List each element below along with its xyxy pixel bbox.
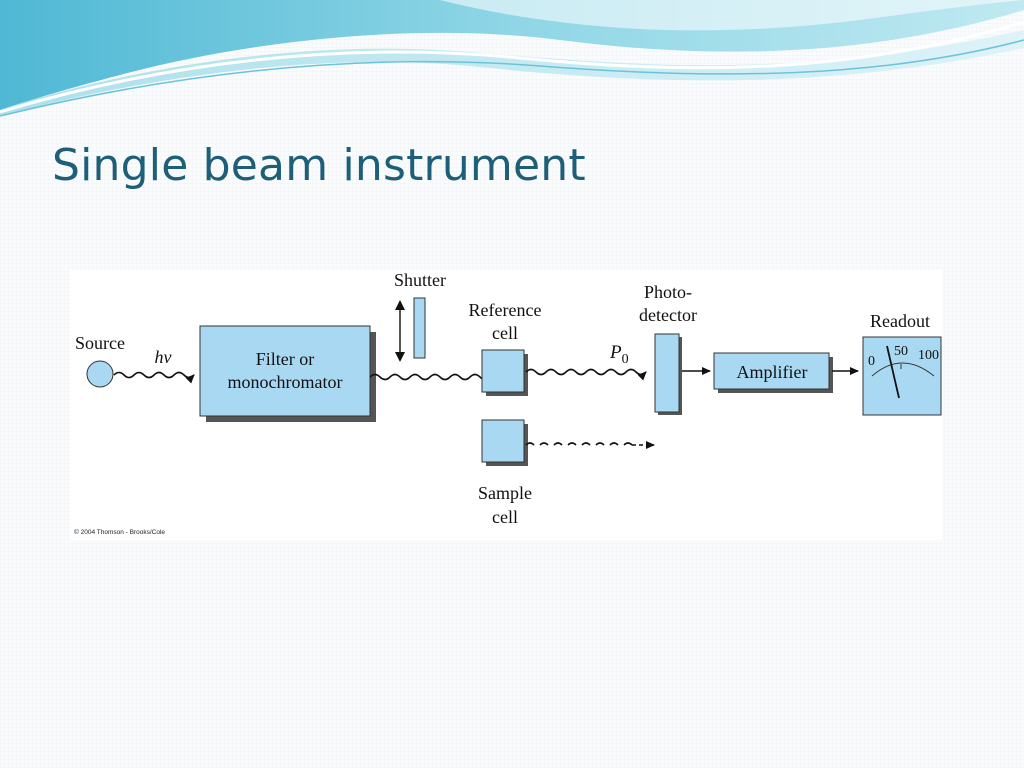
sample-label-line1: Sample xyxy=(478,483,532,503)
copyright-notice: © 2004 Thomson - Brooks/Cole xyxy=(74,528,165,536)
readout-meter-box xyxy=(862,336,942,416)
beam-source-to-filter xyxy=(113,371,195,384)
filter-label-line2: monochromator xyxy=(228,372,343,392)
beam-filter-to-reference xyxy=(369,368,501,381)
shutter-label: Shutter xyxy=(394,270,446,290)
reference-label-line2: cell xyxy=(492,323,518,343)
beam-sample-dashed xyxy=(525,442,633,446)
sample-cell-box xyxy=(481,419,525,463)
slide-title: Single beam instrument xyxy=(52,140,586,191)
source-label: Source xyxy=(75,333,125,353)
photodetector-box xyxy=(654,333,680,413)
sample-label-line2: cell xyxy=(492,507,518,527)
meter-scale-50: 50 xyxy=(894,344,908,359)
readout-label: Readout xyxy=(870,311,930,331)
amplifier-label: Amplifier xyxy=(737,362,808,382)
meter-needle-icon xyxy=(886,345,900,399)
filter-box xyxy=(199,325,371,417)
detector-label-line1: Photo- xyxy=(644,282,692,302)
filter-label-line1: Filter or xyxy=(256,349,315,369)
shutter-plate xyxy=(413,297,426,359)
source-lamp-icon xyxy=(86,360,114,388)
amplifier-box xyxy=(713,352,830,390)
diagram-canvas: Source hν Filter or monochromator Shutte… xyxy=(74,270,942,536)
meter-scale-0: 0 xyxy=(868,354,875,369)
shutter-arrow-up-icon xyxy=(395,300,405,310)
shutter-arrow-down-icon xyxy=(395,352,405,362)
beam-reference-to-detector xyxy=(525,368,647,381)
radiation-label: hν xyxy=(155,347,172,367)
meter-scale-100: 100 xyxy=(918,348,939,363)
reference-label-line1: Reference xyxy=(469,300,542,320)
header-swoosh-decoration xyxy=(0,0,1024,117)
detector-label-line2: detector xyxy=(639,305,697,325)
p0-label: P0 xyxy=(609,342,629,367)
meter-scale-arc xyxy=(871,362,935,377)
single-beam-diagram: Source hν Filter or monochromator Shutte… xyxy=(70,270,942,540)
reference-cell-box xyxy=(481,349,525,393)
